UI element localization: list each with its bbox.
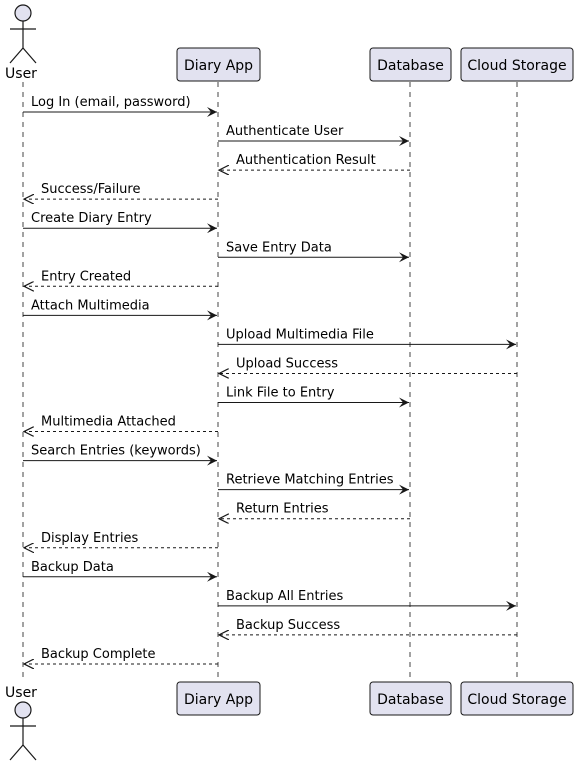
participant-label-db-top: Database: [377, 58, 444, 74]
actor-right-leg: [22, 47, 37, 64]
message-12: Multimedia Attached: [24, 415, 218, 432]
message-label: Attach Multimedia: [31, 298, 150, 313]
message-7: Entry Created: [24, 269, 218, 286]
message-15: Return Entries: [219, 502, 410, 519]
participant-box-db-top: [369, 47, 452, 82]
message-label: Backup Data: [31, 560, 114, 575]
message-label: Multimedia Attached: [41, 415, 176, 430]
message-10: Upload Success: [219, 356, 517, 373]
message-17: Backup Data: [23, 560, 217, 582]
message-16: Display Entries: [24, 531, 218, 548]
message-14: Retrieve Matching Entries: [218, 473, 409, 495]
message-label: Create Diary Entry: [31, 211, 152, 226]
message-18: Backup All Entries: [218, 589, 516, 611]
message-20: Backup Complete: [24, 647, 218, 664]
message-5: Create Diary Entry: [23, 211, 217, 234]
message-label: Backup All Entries: [226, 589, 344, 604]
message-label: Save Entry Data: [226, 240, 332, 255]
participant-box-app-bottom: [176, 681, 261, 716]
actor-head: [14, 701, 32, 719]
actor-figure-bottom: [9, 701, 37, 761]
message-label: Display Entries: [41, 531, 139, 546]
participant-box-app-top: [176, 47, 261, 82]
actor-head: [14, 4, 32, 22]
message-label: Authentication Result: [236, 153, 376, 168]
message-label: Backup Complete: [41, 647, 155, 662]
message-13: Search Entries (keywords): [23, 444, 217, 466]
message-label: Backup Success: [236, 618, 340, 633]
message-19: Backup Success: [219, 618, 517, 635]
message-8: Attach Multimedia: [23, 298, 217, 321]
actor-label-bottom: User: [5, 685, 37, 701]
actor-right-leg: [22, 744, 37, 761]
message-3: Authentication Result: [219, 153, 410, 170]
message-label: Upload Multimedia File: [226, 327, 374, 342]
participant-label-cloud-bottom: Cloud Storage: [467, 692, 566, 708]
participant-label-db-bottom: Database: [377, 692, 444, 708]
participant-box-cloud-bottom: [460, 681, 574, 716]
participant-box-cloud-top: [460, 47, 574, 82]
message-2: Authenticate User: [218, 124, 409, 147]
message-9: Upload Multimedia File: [218, 327, 516, 350]
message-label: Retrieve Matching Entries: [226, 473, 394, 488]
message-6: Save Entry Data: [218, 240, 409, 263]
message-label: Success/Failure: [41, 182, 140, 197]
participant-label-app-top: Diary App: [184, 58, 253, 74]
message-label: Search Entries (keywords): [31, 444, 201, 459]
participant-label-cloud-top: Cloud Storage: [467, 58, 566, 74]
message-label: Authenticate User: [226, 124, 344, 139]
actor-left-leg: [9, 744, 24, 761]
actor-left-leg: [9, 47, 24, 64]
message-1: Log In (email, password): [23, 95, 217, 117]
participant-label-app-bottom: Diary App: [184, 692, 253, 708]
message-label: Link File to Entry: [226, 386, 335, 401]
actor-label-top: User: [5, 66, 37, 82]
participant-box-db-bottom: [369, 681, 452, 716]
message-4: Success/Failure: [24, 182, 218, 199]
actor-figure-top: [9, 4, 37, 64]
message-label: Entry Created: [41, 269, 131, 284]
message-label: Upload Success: [236, 356, 338, 371]
message-label: Log In (email, password): [31, 95, 191, 110]
message-label: Return Entries: [236, 502, 329, 517]
message-11: Link File to Entry: [218, 386, 409, 408]
